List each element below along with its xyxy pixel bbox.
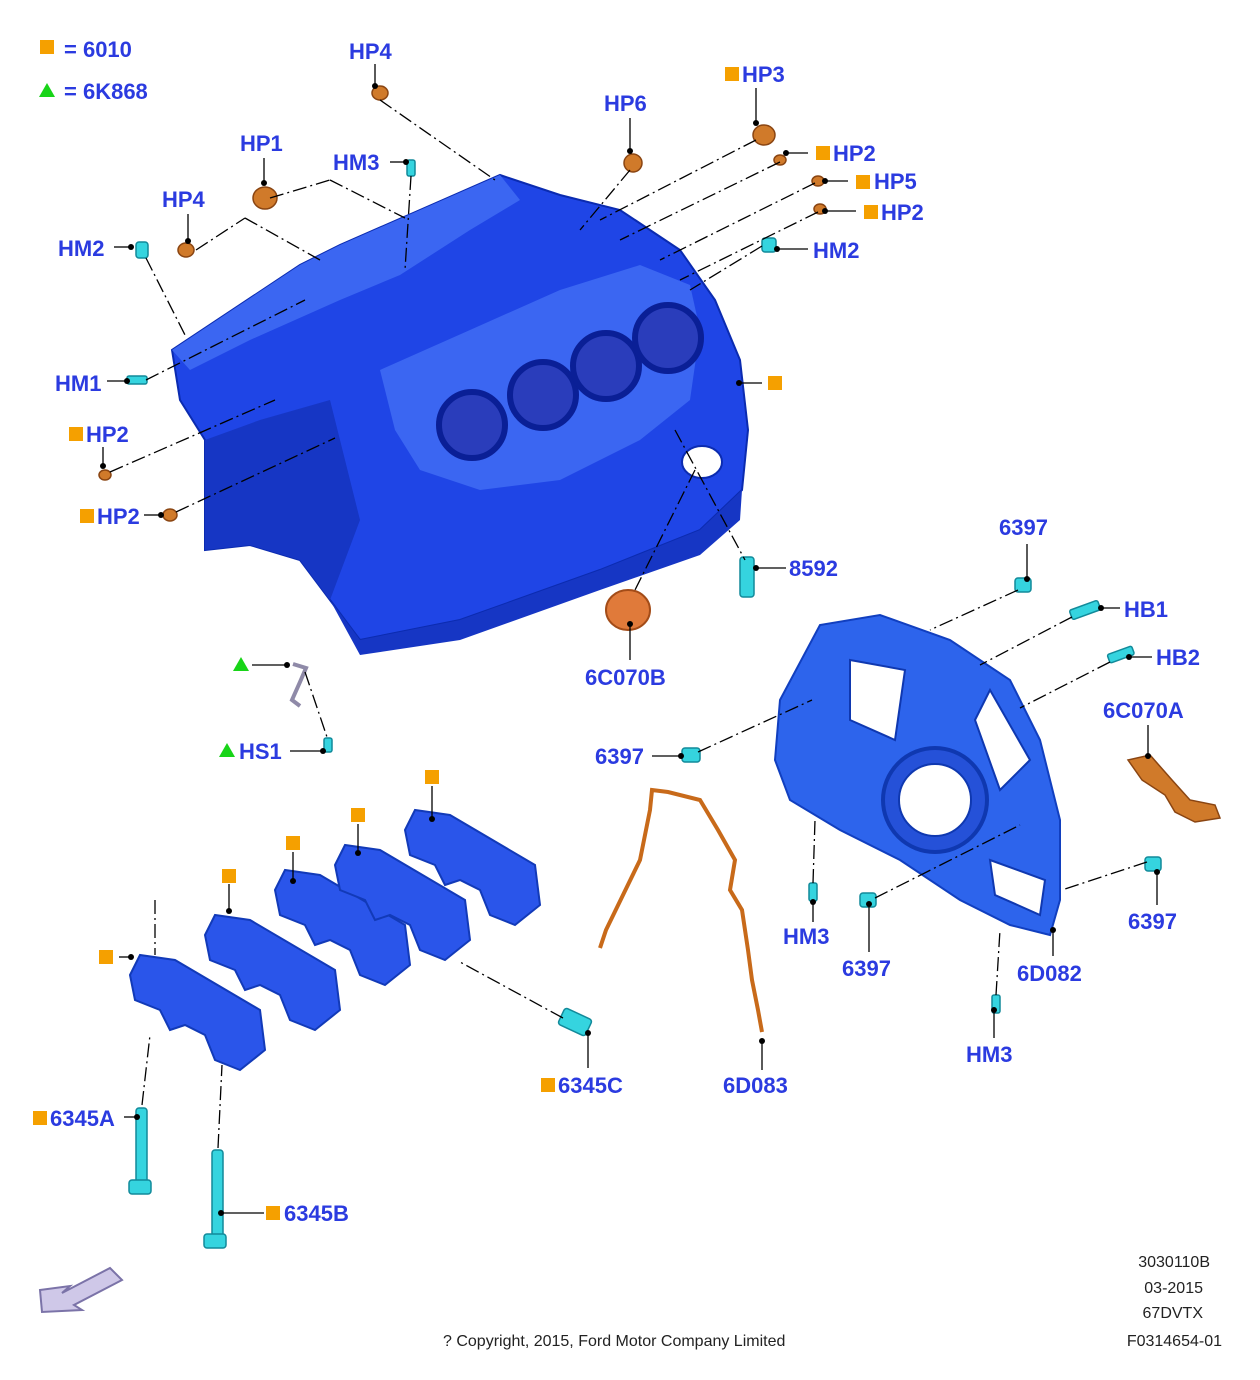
label-6345c: 6345C xyxy=(558,1073,623,1098)
callout-ticks xyxy=(100,64,1160,1216)
legend-square-marker xyxy=(40,40,54,54)
legend: = 6010 = 6K868 xyxy=(39,37,148,104)
marker-triangle-clip xyxy=(233,657,249,671)
cylinder-block xyxy=(170,173,750,655)
footer-code-1: 3030110B xyxy=(1138,1254,1210,1271)
label-hp1: HP1 xyxy=(240,131,283,156)
marker-square-cap2 xyxy=(222,869,236,883)
direction-arrow-icon xyxy=(38,1266,124,1314)
label-6397-top: 6397 xyxy=(999,515,1048,540)
label-hm3-low: HM3 xyxy=(966,1042,1012,1067)
main-bearing-caps xyxy=(128,808,542,1072)
marker-square-hp3 xyxy=(725,67,739,81)
label-hb2: HB2 xyxy=(1156,645,1200,670)
marker-square-hp2-r2 xyxy=(864,205,878,219)
legend-triangle-marker xyxy=(39,83,55,97)
label-8592: 8592 xyxy=(789,556,838,581)
label-hp2-left1: HP2 xyxy=(86,422,129,447)
label-hp4-left: HP4 xyxy=(162,187,206,212)
label-hm3-mid: HM3 xyxy=(783,924,829,949)
marker-square-hp5 xyxy=(856,175,870,189)
label-6397-left: 6397 xyxy=(595,744,644,769)
footer: 3030110B 03-2015 67DVTX F0314654-01 ? Co… xyxy=(443,1254,1222,1350)
marker-triangle-hs1 xyxy=(219,743,235,757)
marker-square-cap5 xyxy=(425,770,439,784)
label-6d082: 6D082 xyxy=(1017,961,1082,986)
label-hp2-r2: HP2 xyxy=(881,200,924,225)
marker-square-hp2-left1 xyxy=(69,427,83,441)
legend-6k868-label: = 6K868 xyxy=(64,79,148,104)
part-markers xyxy=(33,67,878,1220)
marker-square-6345b xyxy=(266,1206,280,1220)
marker-square-cap4 xyxy=(351,808,365,822)
label-hb1: HB1 xyxy=(1124,597,1168,622)
label-hp3: HP3 xyxy=(742,62,785,87)
bracket-6c070a xyxy=(1126,754,1222,823)
label-6345a: 6345A xyxy=(50,1106,115,1131)
marker-square-cap3 xyxy=(286,836,300,850)
label-6345b: 6345B xyxy=(284,1201,349,1226)
label-6397-right: 6397 xyxy=(1128,909,1177,934)
label-hm2-left: HM2 xyxy=(58,236,104,261)
leader-lines xyxy=(109,99,1148,1149)
label-6c070b: 6C070B xyxy=(585,665,666,690)
marker-square-hp2-r1 xyxy=(816,146,830,160)
label-hs1: HS1 xyxy=(239,739,282,764)
rear-cover-plate xyxy=(773,613,1061,937)
label-hp4-top: HP4 xyxy=(349,39,393,64)
label-hm2-right: HM2 xyxy=(813,238,859,263)
label-6397-low: 6397 xyxy=(842,956,891,981)
footer-code-2: 03-2015 xyxy=(1144,1280,1203,1297)
cover-plug-6c070b xyxy=(605,589,651,631)
copyright-text: ? Copyright, 2015, Ford Motor Company Li… xyxy=(443,1333,785,1350)
label-hp5: HP5 xyxy=(874,169,917,194)
marker-square-6345a xyxy=(33,1111,47,1125)
footer-code-3: 67DVTX xyxy=(1143,1305,1204,1322)
marker-square-block xyxy=(768,376,782,390)
callout-labels: HP4 HP3 HP6 HP1 HM3 HP2 HP5 HP2 HP4 HM2 … xyxy=(50,39,1200,1226)
marker-square-6345c xyxy=(541,1078,555,1092)
legend-6010-label: = 6010 xyxy=(64,37,132,62)
footer-code-4: F0314654-01 xyxy=(1127,1333,1222,1350)
label-6c070a: 6C070A xyxy=(1103,698,1184,723)
label-hm1: HM1 xyxy=(55,371,101,396)
label-hp2-r1: HP2 xyxy=(833,141,876,166)
marker-square-cap1 xyxy=(99,950,113,964)
fasteners xyxy=(98,85,1162,1249)
label-hp2-left2: HP2 xyxy=(97,504,140,529)
marker-square-hp2-left2 xyxy=(80,509,94,523)
label-6d083: 6D083 xyxy=(723,1073,788,1098)
seal-gasket-6d083 xyxy=(598,787,764,1033)
label-hm3-top: HM3 xyxy=(333,150,379,175)
label-hp6: HP6 xyxy=(604,91,647,116)
